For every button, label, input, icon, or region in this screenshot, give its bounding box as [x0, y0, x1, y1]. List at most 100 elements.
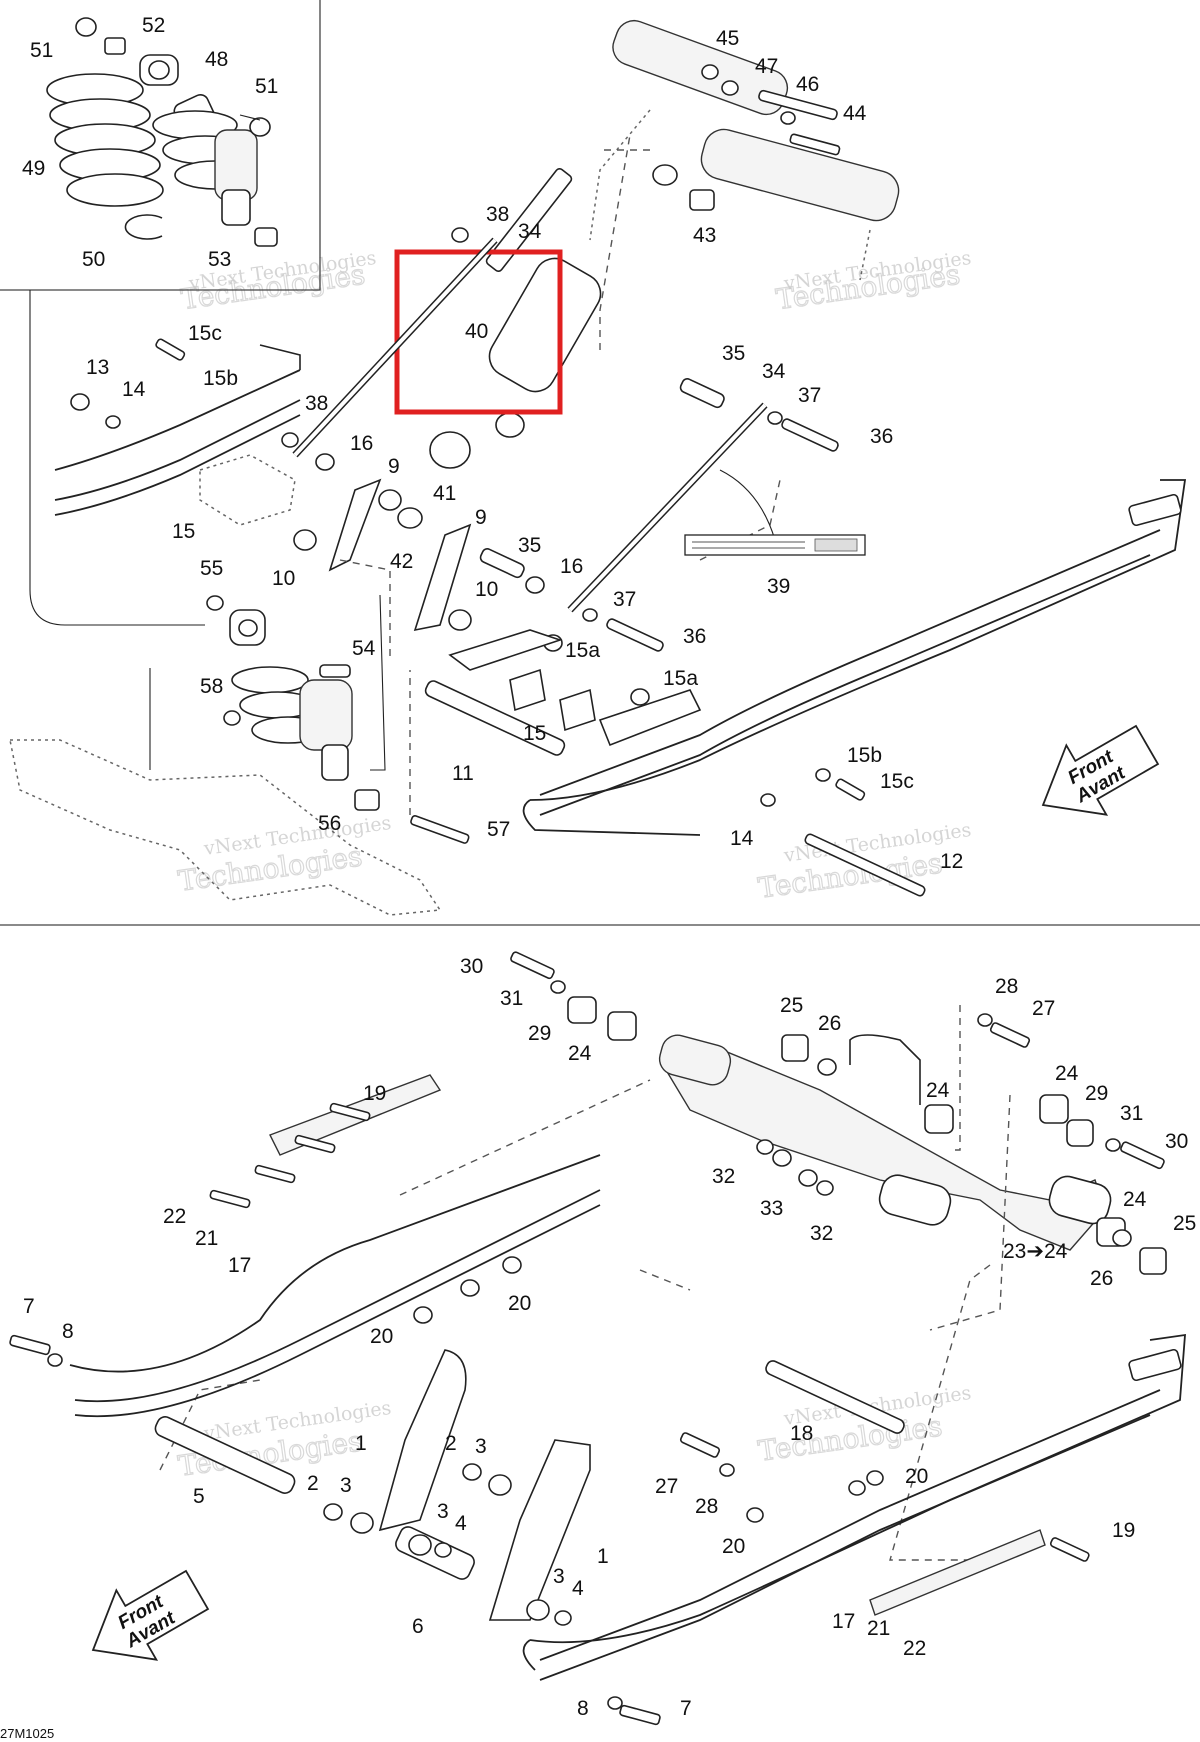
- shaft-18: [765, 1360, 905, 1434]
- callout-9: 9: [475, 506, 487, 529]
- nut-4: [434, 1542, 452, 1558]
- callout-20: 20: [722, 1535, 745, 1558]
- link-1: [488, 1439, 591, 1621]
- callout-27: 27: [655, 1475, 678, 1498]
- callout-28: 28: [995, 975, 1018, 998]
- watermark: vNext Technologies Technologies: [756, 1382, 973, 1468]
- shaft-5: [154, 1416, 296, 1494]
- shaft-11: [424, 680, 566, 756]
- callout-28: 28: [695, 1495, 718, 1518]
- washer-46: [780, 111, 796, 125]
- callout-30: 30: [460, 955, 483, 978]
- washer-28: [977, 1013, 993, 1027]
- rear-arm-lower: [9, 739, 442, 916]
- frames: [0, 0, 1200, 926]
- callout-36: 36: [870, 425, 893, 448]
- bolt-30: [510, 951, 555, 980]
- bushing-56: [354, 789, 380, 811]
- callout-53: 53: [208, 248, 231, 271]
- callout-30: 30: [1165, 1130, 1188, 1153]
- washer-3: [350, 1512, 374, 1534]
- callout-29: 29: [1085, 1082, 1108, 1105]
- callout-41: 41: [433, 482, 456, 505]
- callout-24: 24: [1055, 1062, 1079, 1085]
- callout-45: 45: [716, 27, 739, 50]
- callout-31: 31: [1120, 1102, 1143, 1125]
- callout-8: 8: [62, 1320, 74, 1343]
- washer-31: [550, 980, 566, 994]
- link-1: [378, 1349, 467, 1532]
- callout-10: 10: [272, 567, 295, 590]
- shock-48: [139, 54, 258, 226]
- callout-17: 17: [832, 1610, 855, 1633]
- callout-19: 19: [363, 1082, 386, 1105]
- callout-5: 5: [193, 1485, 205, 1508]
- callout-50: 50: [82, 248, 105, 271]
- callout-1: 1: [355, 1432, 367, 1455]
- nut-38: [281, 432, 299, 448]
- callout-32: 32: [712, 1165, 735, 1188]
- washer-32: [756, 1139, 774, 1155]
- washer-41: [397, 507, 423, 529]
- callout-13: 13: [86, 356, 109, 379]
- leader: [239, 114, 261, 121]
- callout-34: 34: [518, 220, 542, 243]
- bushing-25: [1139, 1247, 1167, 1275]
- nut-45: [701, 64, 719, 80]
- callout-36: 36: [683, 625, 706, 648]
- bolt-35: [679, 378, 725, 409]
- callout-44: 44: [843, 102, 867, 125]
- washer-14: [105, 415, 121, 429]
- callout-21: 21: [867, 1617, 890, 1640]
- mount-15: [199, 454, 296, 526]
- washer-37: [582, 608, 598, 622]
- nut-51: [75, 17, 97, 37]
- callout-43: 43: [693, 224, 716, 247]
- callout-15: 15: [523, 722, 546, 745]
- callout-3: 3: [437, 1500, 449, 1523]
- callout-24: 24: [1123, 1188, 1147, 1211]
- callout-3: 3: [475, 1435, 487, 1458]
- bushing-43: [689, 189, 715, 211]
- callout-20: 20: [370, 1325, 393, 1348]
- callout-22: 22: [903, 1637, 926, 1660]
- clip-50: [124, 214, 163, 240]
- callout-7: 7: [680, 1697, 692, 1720]
- callout-26: 26: [1090, 1267, 1113, 1290]
- callout-39: 39: [767, 575, 790, 598]
- bushing-53: [254, 227, 278, 247]
- callout-31: 31: [500, 987, 523, 1010]
- callout-2: 2: [445, 1432, 457, 1455]
- callout-15b: 15b: [203, 367, 238, 390]
- callout-1: 1: [597, 1545, 609, 1568]
- callout-35: 35: [722, 342, 745, 365]
- bolt-19: [1049, 1537, 1090, 1562]
- inset-box-border: [0, 0, 321, 291]
- nut-51: [249, 117, 271, 137]
- callout-8: 8: [577, 1697, 589, 1720]
- washer-26: [817, 1058, 837, 1076]
- nut-4: [554, 1610, 572, 1626]
- washer-42: [378, 489, 402, 511]
- bolt-30: [1120, 1141, 1165, 1170]
- callout-15a: 15a: [565, 639, 600, 662]
- bolt-27: [989, 1022, 1031, 1048]
- callout-4: 4: [455, 1512, 467, 1535]
- nut-38: [451, 227, 469, 243]
- callout-21: 21: [195, 1227, 218, 1250]
- watermark: vNext Technologies Technologies: [773, 247, 972, 317]
- callout-16: 16: [350, 432, 373, 455]
- callout-49: 49: [22, 157, 45, 180]
- bolt-15c: [155, 338, 186, 361]
- washer-3: [408, 1534, 432, 1556]
- callout-12: 12: [940, 850, 963, 873]
- front-arm-upper: [589, 19, 900, 281]
- callout-38: 38: [486, 203, 509, 226]
- callout-15b: 15b: [847, 744, 882, 767]
- bolt-7: [9, 1334, 51, 1356]
- nut-20: [866, 1470, 884, 1486]
- callout-51: 51: [255, 75, 278, 98]
- nut-2: [462, 1463, 482, 1481]
- washer-3: [526, 1599, 550, 1621]
- callout-56: 56: [318, 812, 341, 835]
